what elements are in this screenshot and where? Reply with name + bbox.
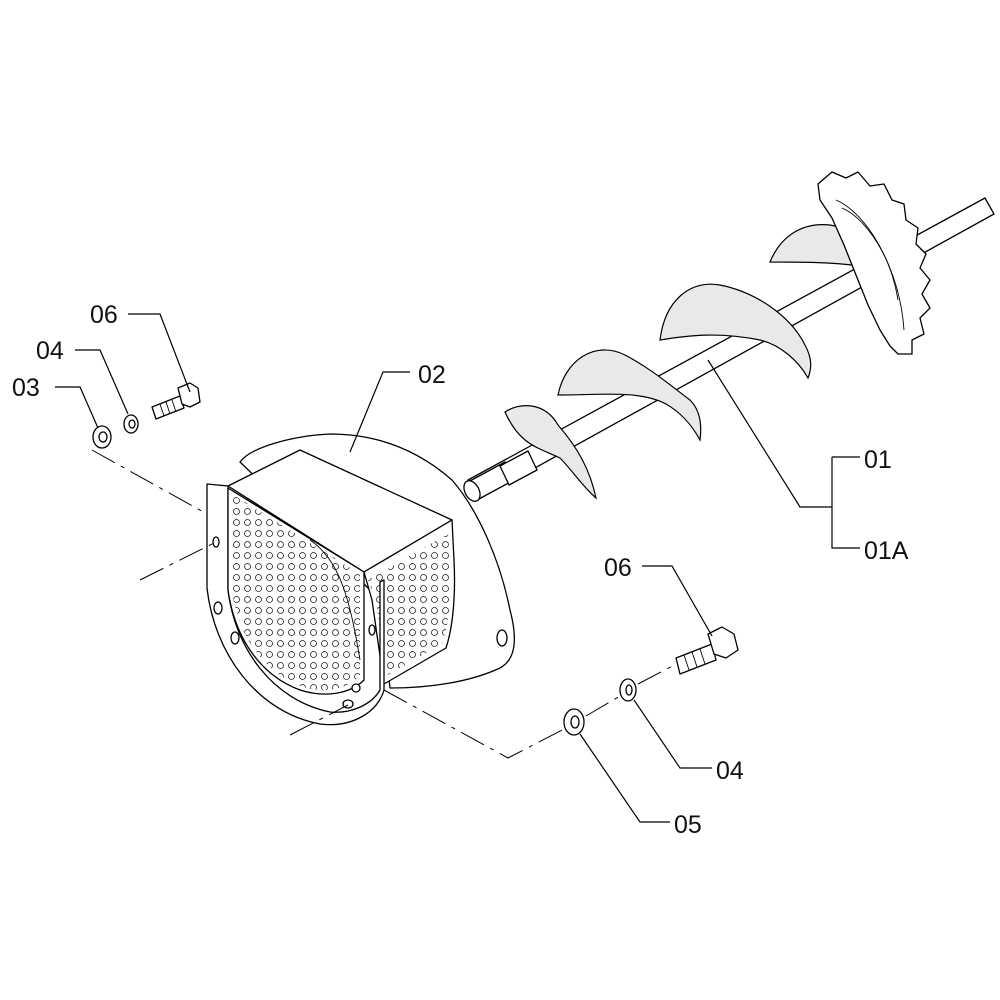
assembly-centerlines [91, 449, 677, 759]
bolt-06-right [675, 626, 739, 675]
auger-sprocket [817, 171, 931, 355]
washer-03-left [92, 425, 112, 449]
callout-06-left: 06 [90, 301, 118, 329]
callout-01: 01 [864, 446, 892, 474]
auger-housing [206, 433, 515, 726]
callout-06-right: 06 [604, 554, 632, 582]
auger-flight-1 [504, 405, 597, 500]
callout-04-right: 04 [716, 757, 744, 785]
housing-front-flange [206, 483, 385, 726]
auger-flight-2 [557, 349, 702, 442]
bolt-06-left [151, 382, 201, 420]
leader-lines [55, 313, 860, 823]
lock-washer-04-left [123, 414, 139, 434]
auger-flight-3 [659, 283, 812, 380]
lock-washer-04-right [619, 678, 637, 702]
callout-01a: 01A [864, 537, 909, 565]
right-hardware [563, 626, 739, 736]
callout-04-left: 04 [36, 337, 64, 365]
callout-labels: 01 01A 02 06 04 03 06 04 05 [12, 301, 909, 839]
flange-hole [496, 629, 508, 647]
callout-03: 03 [12, 374, 40, 402]
washer-05 [563, 708, 585, 736]
callout-02: 02 [418, 361, 446, 389]
auger-assembly [463, 171, 995, 502]
left-hardware [92, 382, 201, 449]
callout-05: 05 [674, 811, 702, 839]
auger-shaft-end [463, 450, 538, 502]
